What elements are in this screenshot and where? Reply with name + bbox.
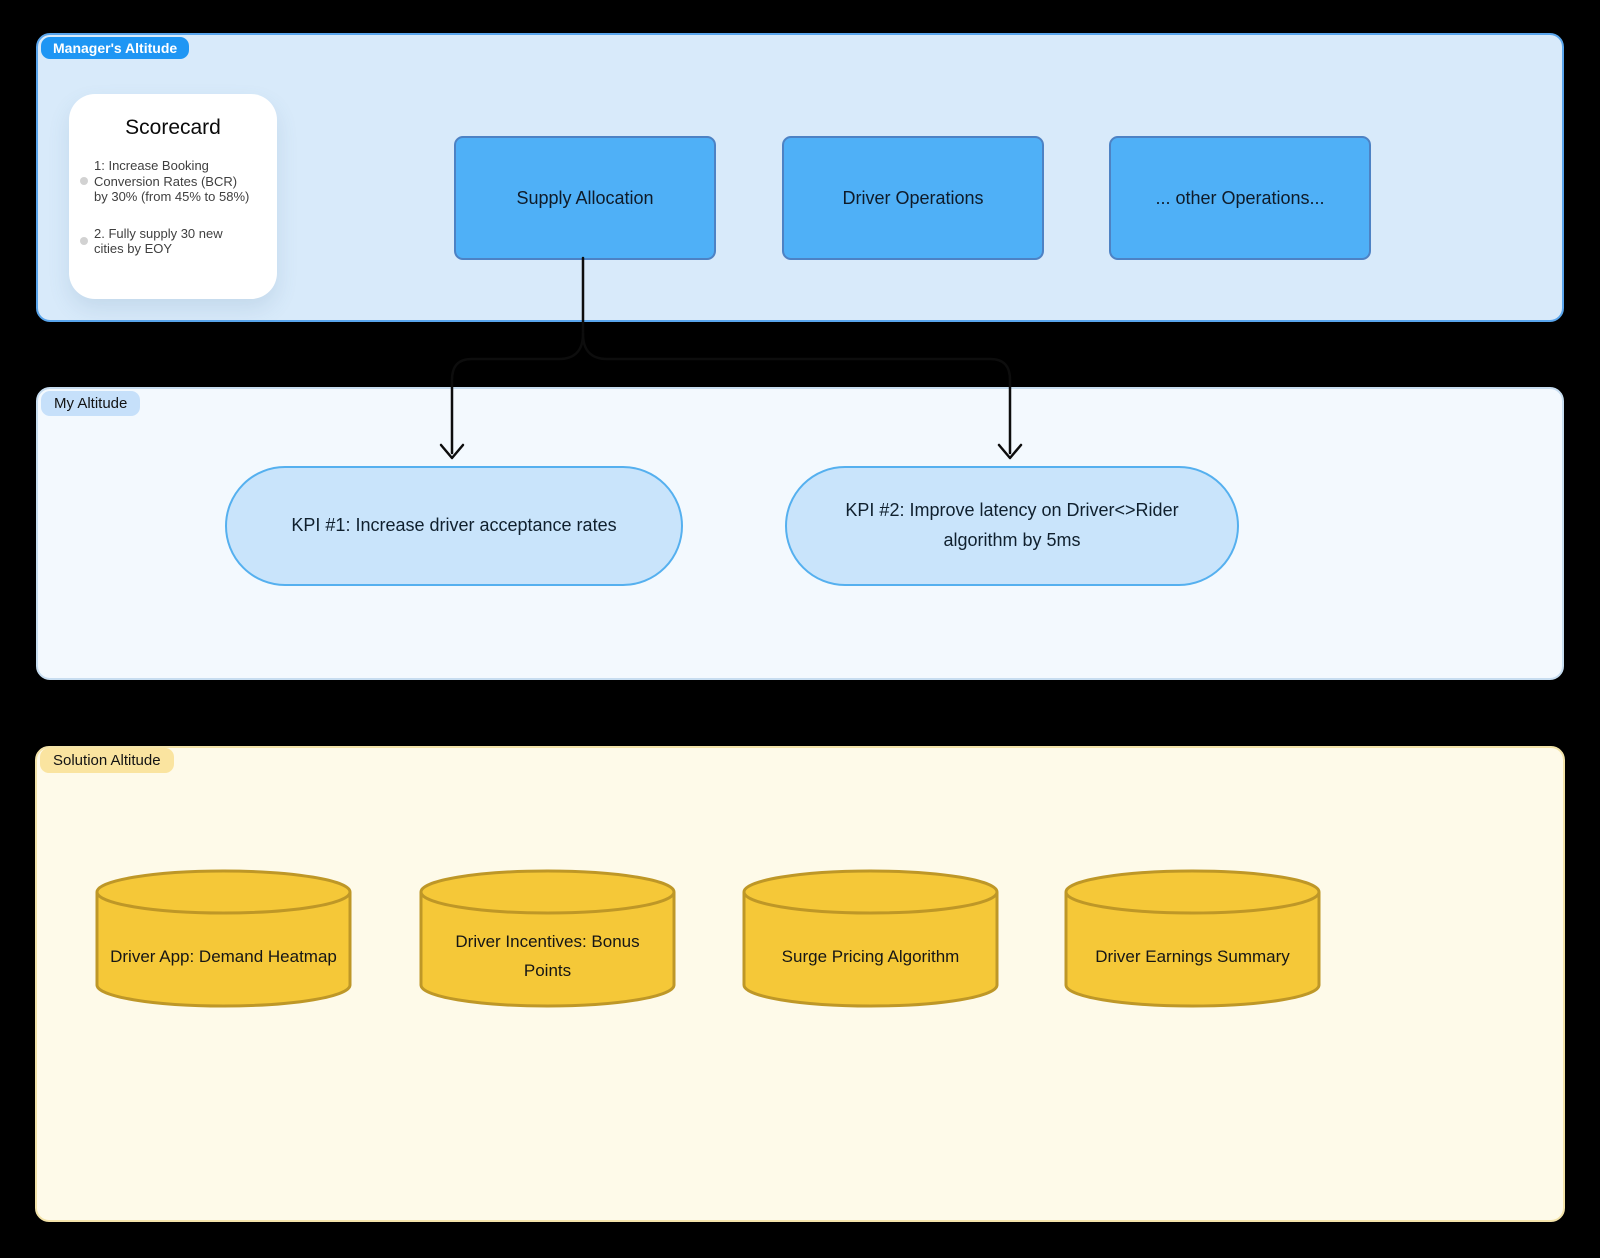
driver-app-demand-heatmap-node[interactable]: Driver App: Demand Heatmap <box>95 868 352 1010</box>
node-label: Driver Earnings Summary <box>1095 946 1290 966</box>
supply-allocation-node[interactable]: Supply Allocation <box>454 136 716 260</box>
node-label: Surge Pricing Algorithm <box>781 946 960 966</box>
scorecard-item: 2. Fully supply 30 new cities by EOY <box>80 225 252 257</box>
scorecard-list: 1: Increase Booking Conversion Rates (BC… <box>80 158 252 257</box>
scorecard-item-text: 1: Increase Booking Conversion Rates (BC… <box>94 158 250 204</box>
solution-altitude-panel: Solution Altitude Driver App: Demand Hea… <box>35 746 1565 1222</box>
solution-altitude-label: Solution Altitude <box>40 748 174 773</box>
kpi-2-node[interactable]: KPI #2: Improve latency on Driver<>Rider… <box>785 466 1239 586</box>
driver-earnings-summary-node[interactable]: Driver Earnings Summary <box>1064 868 1321 1010</box>
node-label: Driver Incentives: Bonus Points <box>455 932 640 980</box>
bullet-dot-icon <box>80 237 88 245</box>
node-label: KPI #2: Improve latency on Driver<>Rider… <box>845 500 1179 550</box>
scorecard-item-text: 2. Fully supply 30 new cities by EOY <box>94 225 223 257</box>
node-label: Supply Allocation <box>516 187 654 208</box>
node-label: KPI #1: Increase driver acceptance rates <box>291 515 617 536</box>
database-cylinder-icon <box>95 869 352 1008</box>
surge-pricing-algorithm-node[interactable]: Surge Pricing Algorithm <box>742 868 999 1010</box>
my-altitude-label: My Altitude <box>41 391 141 416</box>
kpi-1-node[interactable]: KPI #1: Increase driver acceptance rates <box>225 466 683 586</box>
node-label: ... other Operations... <box>1155 187 1325 208</box>
scorecard-title: Scorecard <box>125 116 221 139</box>
managers-altitude-label: Manager's Altitude <box>41 37 190 59</box>
my-altitude-panel: My Altitude KPI #1: Increase driver acce… <box>36 387 1564 680</box>
driver-incentives-bonus-points-node[interactable]: Driver Incentives: Bonus Points <box>419 868 676 1010</box>
scorecard-item: 1: Increase Booking Conversion Rates (BC… <box>80 158 252 205</box>
database-cylinder-icon <box>419 869 676 1008</box>
database-cylinder-icon <box>742 869 999 1008</box>
scorecard-card[interactable]: Scorecard 1: Increase Booking Conversion… <box>69 94 277 299</box>
database-cylinder-icon <box>1064 869 1321 1008</box>
node-label: Driver Operations <box>842 187 984 208</box>
bullet-dot-icon <box>80 177 88 186</box>
node-label: Driver App: Demand Heatmap <box>110 946 337 966</box>
driver-operations-node[interactable]: Driver Operations <box>782 136 1044 260</box>
managers-altitude-panel: Manager's Altitude Scorecard 1: Increase… <box>36 33 1564 322</box>
other-operations-node[interactable]: ... other Operations... <box>1109 136 1371 260</box>
